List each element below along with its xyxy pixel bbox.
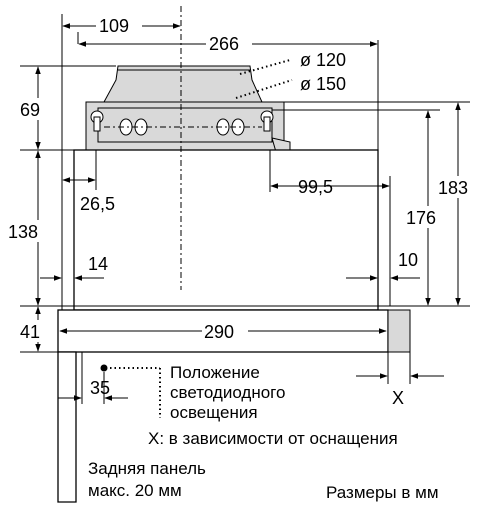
hood-body <box>73 149 379 311</box>
dim-label-290: 290 <box>204 322 234 342</box>
keyhole-slot-left <box>90 110 104 132</box>
dim-label-dia150: ø 150 <box>300 74 346 94</box>
led-position-label-line1: Положение <box>170 363 260 382</box>
dim-label-99-5: 99,5 <box>298 177 333 197</box>
dim-label-41: 41 <box>20 322 40 342</box>
x-dependency-note: X: в зависимости от оснащения <box>148 429 398 448</box>
dim-label-176: 176 <box>406 208 436 228</box>
led-position-label-line2: светодиодного <box>170 383 285 402</box>
dim-label-26-5: 26,5 <box>80 194 115 214</box>
rear-panel-note-line2: макс. 20 мм <box>88 481 182 500</box>
dim-label-266: 266 <box>209 34 239 54</box>
dim-label-x: X <box>392 388 404 408</box>
units-note: Размеры в мм <box>326 483 439 502</box>
exhaust-spigot <box>103 65 263 103</box>
dim-label-dia120: ø 120 <box>300 50 346 70</box>
dim-label-183: 183 <box>438 178 468 198</box>
dim-label-138: 138 <box>8 222 38 242</box>
keyhole-slot-right <box>260 110 274 132</box>
mounting-holes <box>119 118 245 136</box>
dim-label-35: 35 <box>90 378 110 398</box>
dim-label-14: 14 <box>88 254 108 274</box>
dim-label-109: 109 <box>99 16 129 36</box>
front-trim <box>387 309 411 353</box>
rear-panel <box>57 351 77 503</box>
led-position-label-line3: освещения <box>170 403 258 422</box>
dim-label-69: 69 <box>20 100 40 120</box>
rear-panel-note-line1: Задняя панель <box>88 459 206 478</box>
led-position-marker <box>100 364 108 372</box>
dim-label-10: 10 <box>398 250 418 270</box>
